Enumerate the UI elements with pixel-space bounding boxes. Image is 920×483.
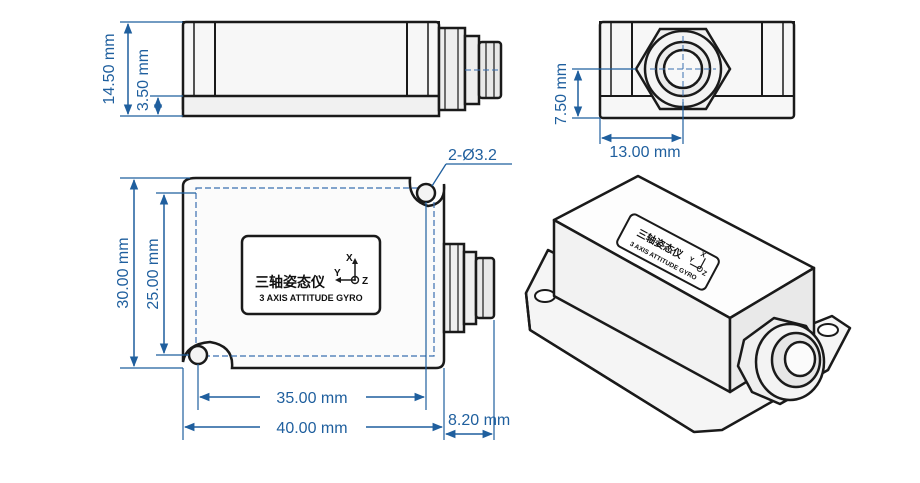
iso-axis-y-label: Y <box>687 256 695 265</box>
dim-connector-offset: 13.00 mm <box>599 102 684 161</box>
axis-y-label: Y <box>334 268 341 279</box>
axis-indicator-icon <box>335 258 360 285</box>
dim-hole-spec-label: 2-Ø3.2 <box>448 147 497 164</box>
axis-z-label: Z <box>362 276 368 287</box>
dim-width-outer: 30.00 mm <box>115 177 190 369</box>
dim-connector-offset-label: 13.00 mm <box>609 144 680 161</box>
dim-width-holes: 25.00 mm <box>145 192 196 356</box>
dim-width-outer-label: 30.00 mm <box>115 237 132 308</box>
top-label-english: 3 AXIS ATTITUDE GYRO <box>259 293 362 303</box>
iso-axis-x-label: X <box>699 251 707 260</box>
dim-length-holes-label: 35.00 mm <box>276 390 347 407</box>
front-view <box>598 20 796 120</box>
dim-length-outer-label: 40.00 mm <box>276 420 347 437</box>
dim-connector-length-label: 8.20 mm <box>448 412 510 429</box>
dim-length-outer: 40.00 mm <box>182 368 445 440</box>
isometric-view: 三轴姿态仪 3 AXIS ATTITUDE GYRO X Y Z <box>524 174 852 434</box>
dim-height-flange-label: 3.50 mm <box>135 49 152 111</box>
dim-height-total: 14.50 mm <box>101 21 183 117</box>
dim-hole-spec: 2-Ø3.2 <box>431 147 512 187</box>
dim-height-total-label: 14.50 mm <box>101 33 118 104</box>
dim-connector-height: 7.50 mm <box>553 63 636 125</box>
side-view <box>181 20 503 118</box>
axis-x-label: X <box>346 253 353 264</box>
dim-length-holes: 35.00 mm <box>197 202 427 410</box>
dim-width-holes-label: 25.00 mm <box>145 238 162 309</box>
top-view: 三轴姿态仪 3 AXIS ATTITUDE GYRO X Y Z <box>181 176 496 370</box>
dim-connector-length: 8.20 mm <box>444 320 510 440</box>
iso-axis-indicator-icon <box>689 258 706 272</box>
top-label-chinese: 三轴姿态仪 <box>255 274 326 290</box>
dim-height-flange: 3.50 mm <box>135 49 183 116</box>
dim-connector-height-label: 7.50 mm <box>553 63 570 125</box>
iso-axis-z-label: Z <box>701 270 709 279</box>
